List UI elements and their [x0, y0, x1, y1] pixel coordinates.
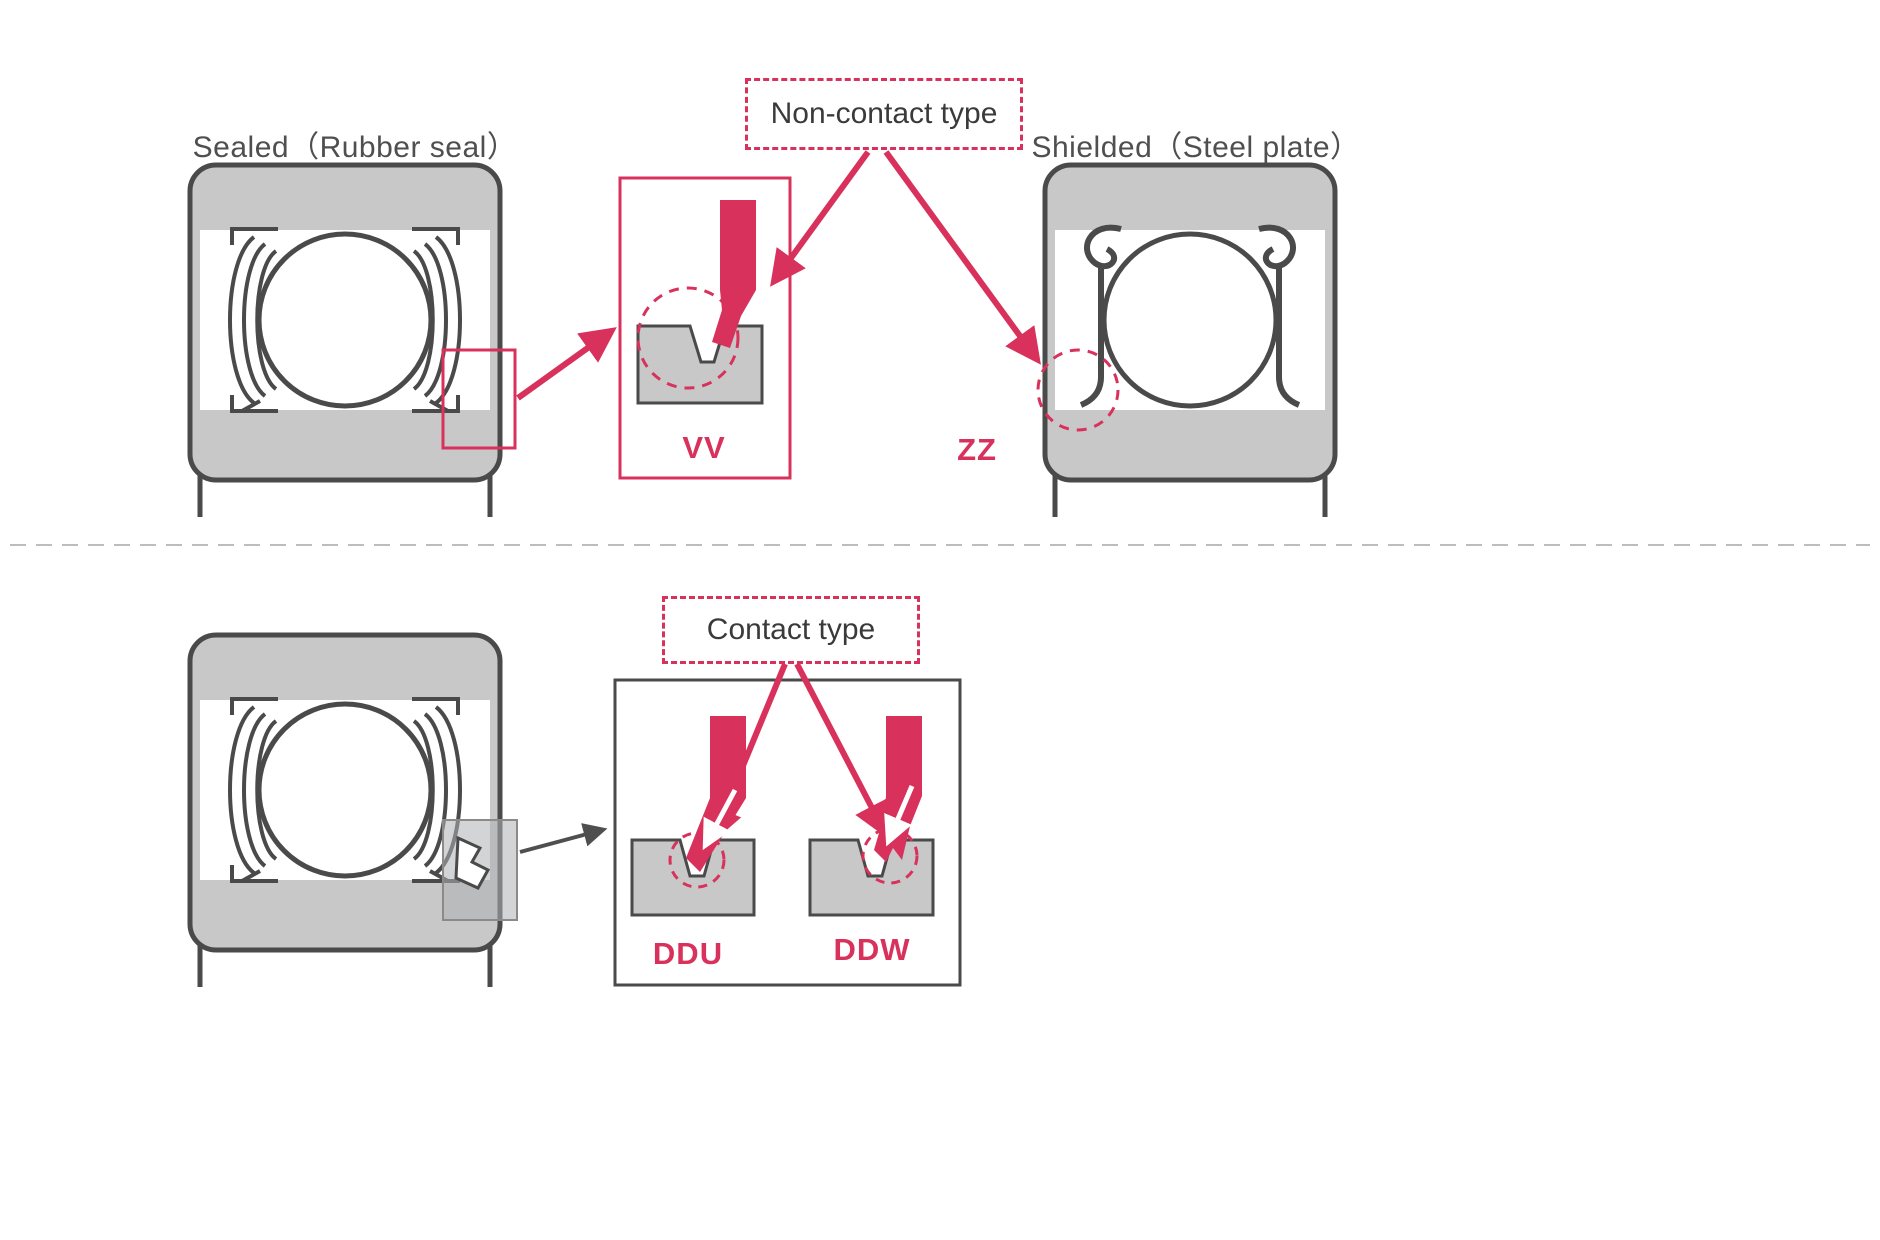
non-contact-type-label-box: Non-contact type	[745, 78, 1023, 150]
arrow-contact-to-ddw	[794, 662, 888, 839]
ddw-highlight-circle	[861, 827, 919, 885]
ddu-highlight-circle	[668, 831, 726, 889]
arrow-seal-to-vv	[516, 327, 617, 401]
arrow-seal-to-contact-box	[519, 823, 608, 854]
sealed-caption: Sealed（Rubber seal）	[192, 131, 518, 164]
vv-highlight-square	[441, 348, 517, 450]
ddw-label: DDW	[833, 932, 911, 967]
non-contact-type-label: Non-contact type	[770, 97, 998, 130]
vv-highlight-circle	[636, 286, 740, 390]
contact-detail-box	[613, 678, 962, 987]
arrow-noncontact-to-vv	[770, 150, 871, 287]
arrow-white-ddu-tip	[702, 788, 738, 851]
zz-highlight-circle	[1036, 348, 1120, 432]
vv-seal-lip	[712, 200, 756, 348]
shielded-caption: Shielded（Steel plate）	[1031, 131, 1361, 164]
contact-type-label-box: Contact type	[662, 596, 920, 664]
vv-label: VV	[682, 430, 726, 465]
arrow-noncontact-to-zz	[883, 150, 1041, 365]
shielded-bearing-drawing	[1045, 165, 1335, 517]
arrow-white-ddw-tip	[884, 785, 915, 847]
ddu-label: DDU	[652, 936, 724, 971]
vv-detail-box	[618, 176, 792, 480]
zz-label: ZZ	[957, 432, 997, 467]
sealed-bearing-drawing	[190, 165, 500, 517]
contact-type-label: Contact type	[706, 613, 876, 646]
contact-sealed-bearing-drawing	[190, 635, 500, 987]
contact-highlight-square	[442, 819, 518, 921]
contact-seal-foot-detail	[454, 835, 491, 890]
